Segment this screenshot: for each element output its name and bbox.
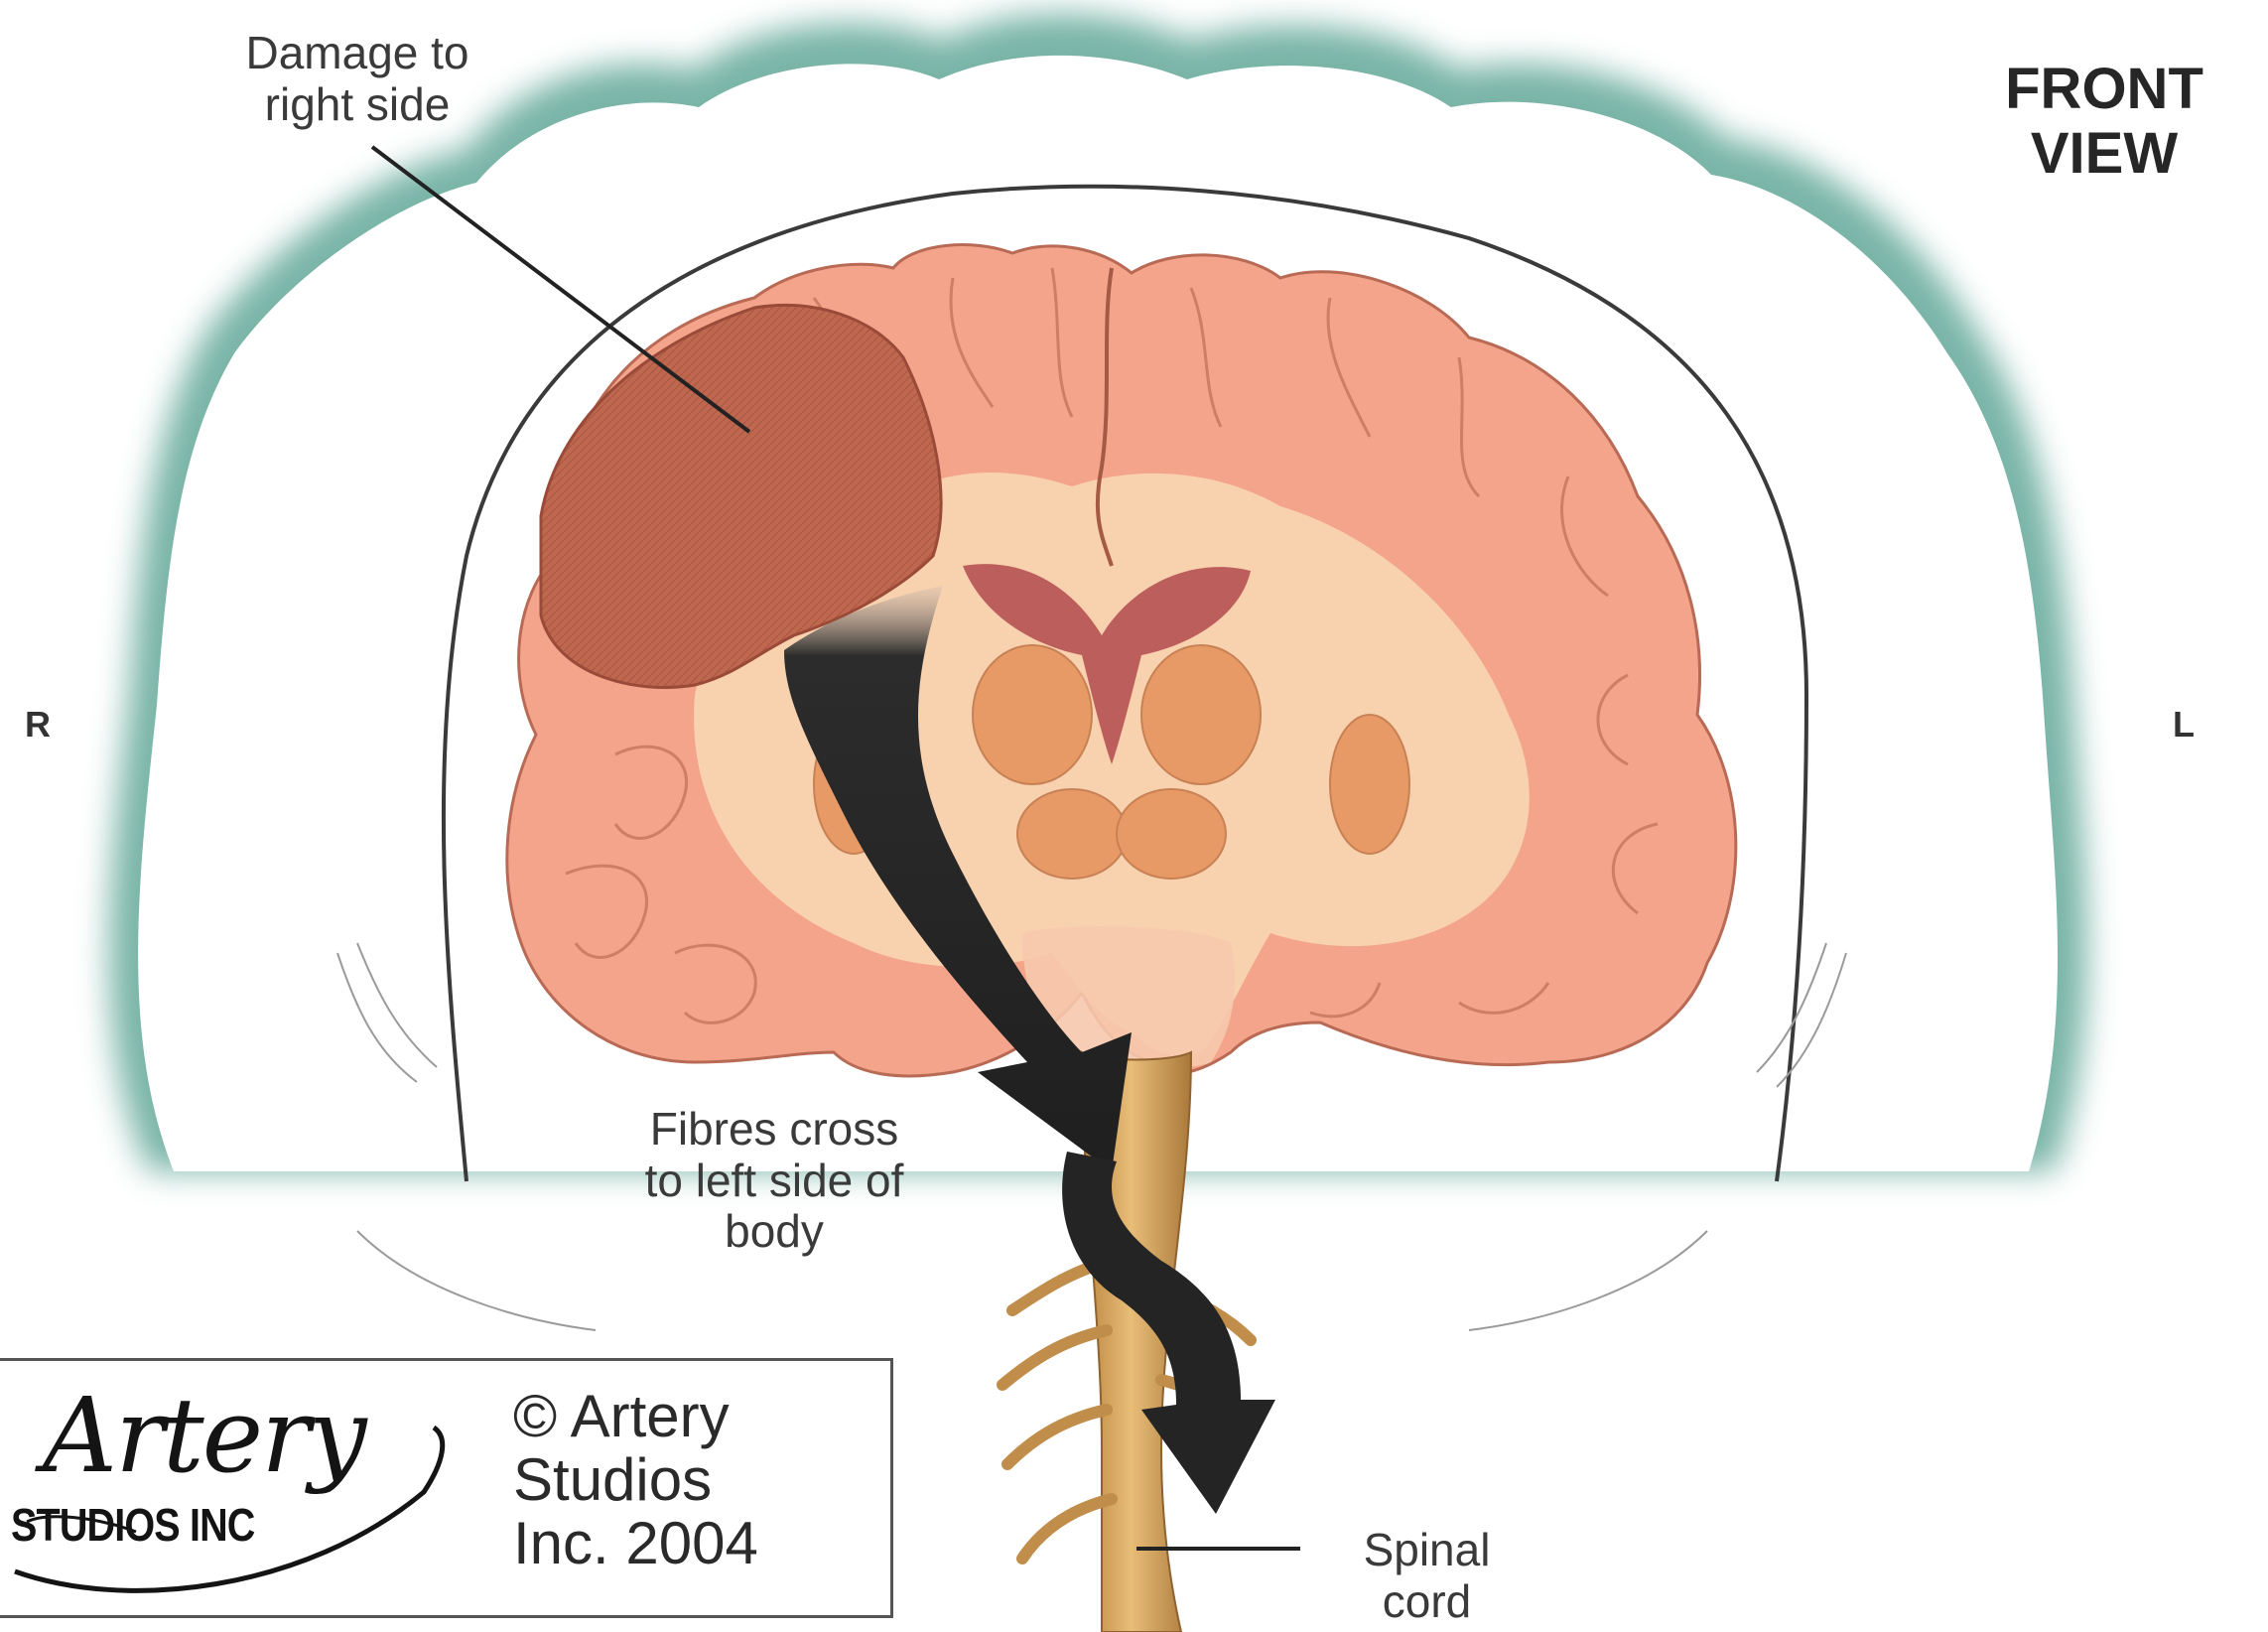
right-side-marker: R	[18, 705, 58, 745]
credit-box: Artery STUDIOS INC © Artery Studios Inc.…	[0, 1358, 893, 1618]
logo-script-text: Artery	[43, 1375, 365, 1496]
left-side-marker: L	[2164, 705, 2203, 745]
logo-subtitle-text: STUDIOS INC	[11, 1498, 255, 1552]
view-label: FRONT VIEW	[1940, 58, 2268, 187]
damage-label: Damage to right side	[159, 28, 556, 130]
copyright-notice: © Artery Studios Inc. 2004	[513, 1385, 870, 1576]
spinal-cord-label: Spinal cord	[1305, 1525, 1548, 1627]
fibres-label: Fibres cross to left side of body	[556, 1104, 993, 1258]
